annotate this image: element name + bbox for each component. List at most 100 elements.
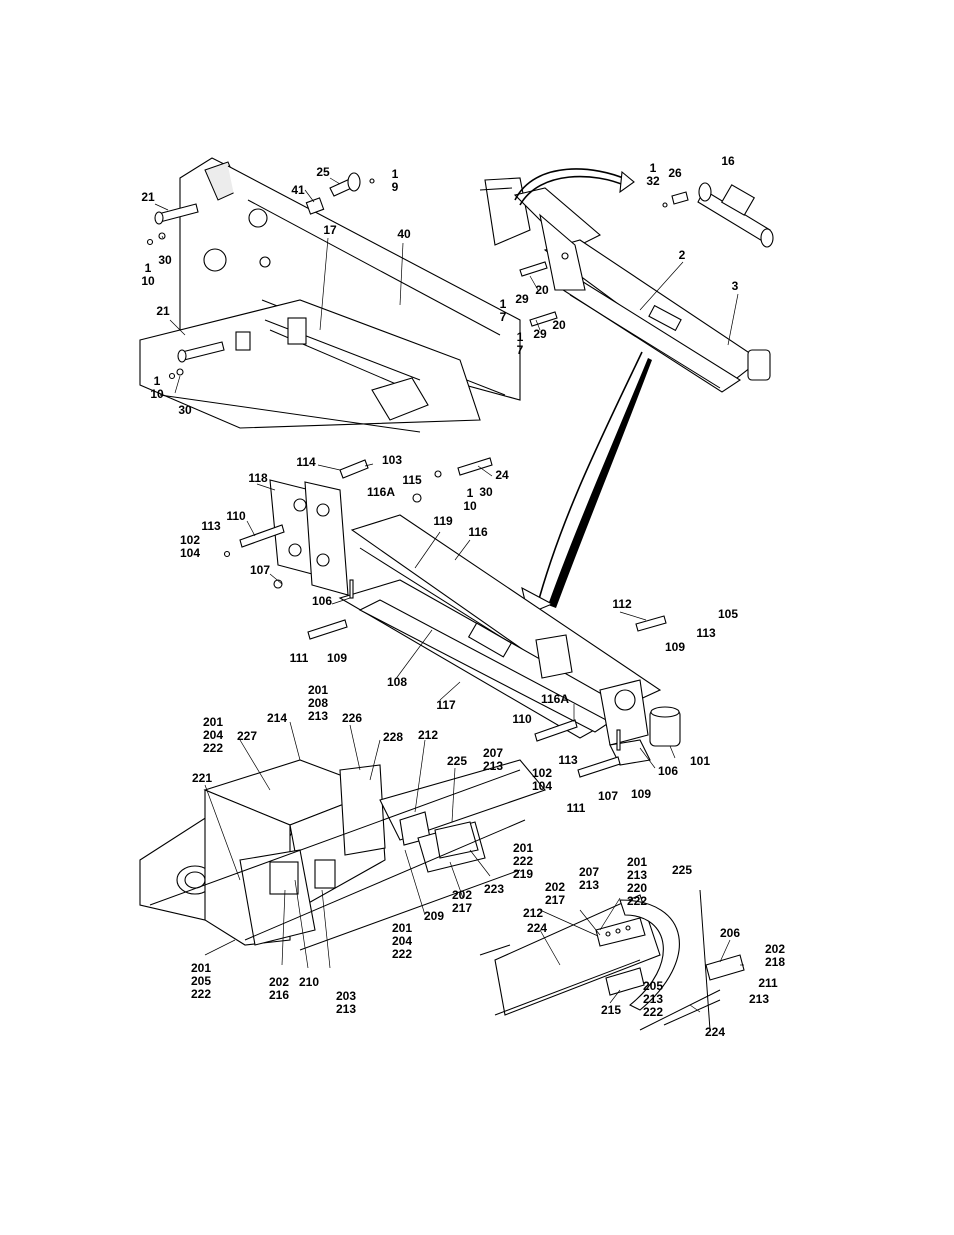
callout-111: 111: [290, 651, 309, 665]
callout-line: 30: [178, 403, 192, 417]
callout-line: 29: [533, 327, 547, 341]
callout-line: 202: [452, 888, 472, 902]
callout-line: 30: [479, 485, 493, 499]
callout-line: 3: [732, 279, 739, 293]
callout-line: 108: [387, 675, 407, 689]
callout-line: 219: [513, 867, 533, 881]
callout-107: 107: [250, 563, 270, 577]
callout-line: 222: [643, 1005, 663, 1019]
callout-line: 208: [308, 696, 328, 710]
callout-line: 30: [158, 253, 172, 267]
callout-line: 214: [267, 711, 287, 725]
callout-206: 206: [720, 926, 740, 940]
callout-113: 113: [558, 753, 578, 767]
callout-212: 212: [523, 906, 543, 920]
callout-116A: 116A: [367, 485, 395, 499]
callout-21: 21: [156, 304, 170, 318]
callout-line: 1: [500, 297, 507, 311]
callout-line: 116: [468, 525, 488, 539]
callout-114: 114: [296, 455, 316, 469]
callout-line: 1: [145, 261, 152, 275]
callout-line: 220: [627, 881, 647, 895]
callout-line: 205: [643, 979, 663, 993]
callout-105: 105: [718, 607, 738, 621]
callout-line: 222: [513, 854, 533, 868]
callout-113: 113: [201, 519, 221, 533]
wear-pad-detail: [479, 889, 745, 1031]
callout-3: 3: [732, 279, 739, 293]
callout-line: 26: [668, 166, 682, 180]
callout-line: 109: [631, 787, 651, 801]
callout-line: 218: [765, 955, 785, 969]
callout-line: 213: [579, 878, 599, 892]
callout-30: 30: [178, 403, 192, 417]
lower-boom-assembly: [223, 457, 681, 778]
callout-line: 203: [336, 989, 356, 1003]
callout-109: 109: [631, 787, 651, 801]
callout-30: 30: [158, 253, 172, 267]
callout-line: 210: [299, 975, 319, 989]
callout-line: 228: [383, 730, 403, 744]
callout-line: 213: [627, 868, 647, 882]
callout-line: 103: [382, 453, 402, 467]
callout-line: 213: [308, 709, 328, 723]
callout-line: 215: [601, 1003, 621, 1017]
callout-line: 114: [296, 455, 316, 469]
callout-line: 113: [558, 753, 578, 767]
callout-224: 224: [527, 921, 547, 935]
callout-line: 217: [545, 893, 565, 907]
callout-line: 102: [532, 766, 552, 780]
callout-30: 30: [479, 485, 493, 499]
callout-line: 212: [418, 728, 438, 742]
callout-line: 118: [248, 471, 268, 485]
callout-119: 119: [433, 514, 453, 528]
callout-line: 204: [392, 934, 412, 948]
callout-16: 16: [721, 154, 735, 168]
callout-109: 109: [665, 640, 685, 654]
callout-line: 16: [721, 154, 735, 168]
callout-20: 20: [535, 283, 549, 297]
callout-line: 213: [749, 992, 769, 1006]
upper-boom-cylinder-assembly: [479, 168, 774, 393]
callout-line: 207: [579, 865, 599, 879]
callout-210: 210: [299, 975, 319, 989]
callout-line: 117: [436, 698, 456, 712]
callout-25: 25: [316, 165, 330, 179]
callout-line: 227: [237, 729, 257, 743]
callout-line: 113: [201, 519, 221, 533]
callout-212: 212: [418, 728, 438, 742]
callout-line: 222: [627, 894, 647, 908]
callout-line: 202: [765, 942, 785, 956]
callout-26: 26: [668, 166, 682, 180]
callout-line: 20: [552, 318, 566, 332]
callout-109: 109: [327, 651, 347, 665]
callout-110: 110: [226, 509, 246, 523]
callout-106: 106: [312, 594, 332, 608]
callout-225: 225: [447, 754, 467, 768]
callout-line: 201: [308, 683, 328, 697]
callout-line: 106: [658, 764, 678, 778]
callout-209: 209: [424, 909, 444, 923]
callout-line: 105: [718, 607, 738, 621]
callout-line: 1: [650, 161, 657, 175]
callout-line: 116A: [367, 485, 395, 499]
callout-line: 10: [463, 499, 477, 513]
callout-line: 109: [327, 651, 347, 665]
callout-line: 102: [180, 533, 200, 547]
callout-111: 111: [567, 801, 586, 815]
callout-line: 101: [690, 754, 710, 768]
callout-line: 25: [316, 165, 330, 179]
